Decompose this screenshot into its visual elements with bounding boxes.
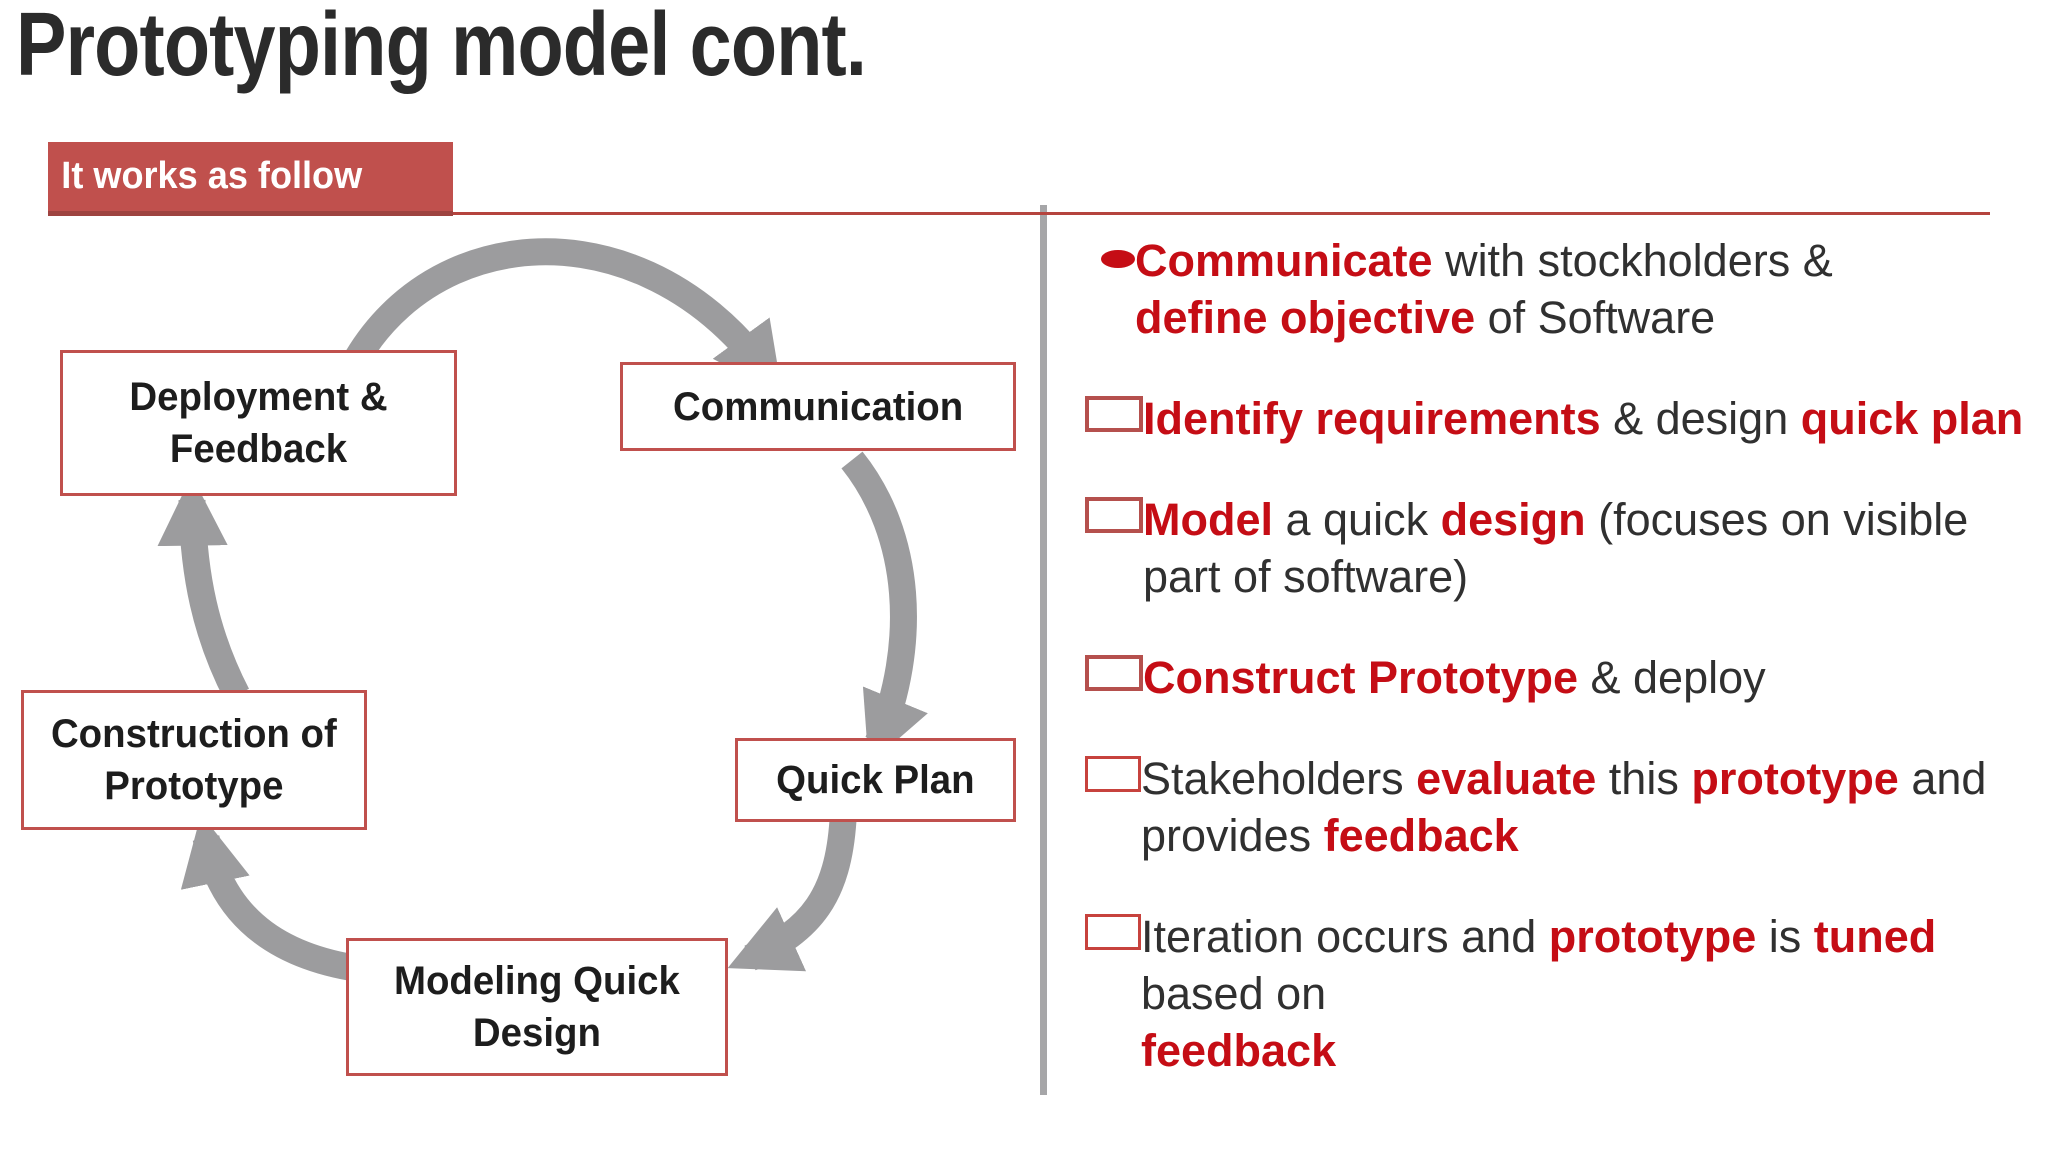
text-run: prototype xyxy=(1548,911,1757,962)
bullet-item: Stakeholders evaluate this prototype and… xyxy=(1085,750,2027,864)
arrow-modeling-to-construction xyxy=(180,813,370,984)
text-run: (focuses on visible xyxy=(1585,494,1969,545)
text-run: provides xyxy=(1141,810,1324,861)
bullet-text: Communicate with stockholders & define ob… xyxy=(1135,232,1833,346)
text-run: Construct Prototype xyxy=(1143,652,1579,703)
diagram-node-modeling-quick-design: Modeling Quick Design xyxy=(346,938,728,1076)
bullet-list: Communicate with stockholders & define ob… xyxy=(1085,232,2027,1123)
text-run: Iteration occurs and xyxy=(1141,911,1549,962)
text-run: prototype xyxy=(1691,753,1899,804)
checkbox-glyph-icon xyxy=(1085,914,1141,950)
text-run: quick plan xyxy=(1800,393,2024,444)
text-run: Identify requirements xyxy=(1143,393,1601,444)
arrow-quickplan-to-modeling xyxy=(727,819,857,972)
text-run: a quick xyxy=(1273,494,1441,545)
bullet-text: Construct Prototype & deploy xyxy=(1143,649,1766,706)
bullet-dot-icon xyxy=(1101,250,1135,268)
diagram-node-quick-plan: Quick Plan xyxy=(735,738,1016,822)
text-run: based on xyxy=(1141,968,1327,1019)
diagram-node-label: Deployment & Feedback xyxy=(129,375,388,471)
bullet-text: Stakeholders evaluate this prototype and… xyxy=(1141,750,1986,864)
text-run: feedback xyxy=(1141,1025,1337,1076)
diagram-node-label: Quick Plan xyxy=(776,758,975,802)
bullet-item: Construct Prototype & deploy xyxy=(1085,649,2027,706)
checkbox-glyph-icon xyxy=(1085,497,1143,533)
checkbox-glyph-icon xyxy=(1085,756,1141,792)
header-rule xyxy=(48,212,1990,215)
text-run: & design xyxy=(1600,393,1801,444)
bullet-text: Model a quick design (focuses on visible… xyxy=(1143,491,1968,605)
text-run: design xyxy=(1440,494,1586,545)
bullet-item: Communicate with stockholders & define ob… xyxy=(1085,232,2027,346)
page-title: Prototyping model cont. xyxy=(16,0,867,95)
section-banner-label: It works as follow xyxy=(61,155,363,197)
diagram-node-construction-of-prototype: Construction of Prototype xyxy=(21,690,367,830)
text-run: feedback xyxy=(1323,810,1519,861)
arrow-communication-to-quickplan xyxy=(841,451,928,765)
diagram-node-label: Modeling Quick Design xyxy=(394,959,680,1055)
text-run: part of software) xyxy=(1143,551,1469,602)
text-run: Model xyxy=(1143,494,1273,545)
arrow-deployment-to-communication xyxy=(316,238,783,429)
checkbox-glyph-icon xyxy=(1085,396,1143,432)
text-run: Communicate xyxy=(1135,235,1433,286)
text-run: this xyxy=(1596,753,1692,804)
bullet-item: Model a quick design (focuses on visible… xyxy=(1085,491,2027,605)
arrow-construction-to-deployment xyxy=(157,475,249,702)
text-run: is xyxy=(1756,911,1814,962)
bullet-item: Identify requirements & design quick pla… xyxy=(1085,390,2027,447)
diagram-node-communication: Communication xyxy=(620,362,1016,451)
cycle-arrows xyxy=(157,238,928,984)
bullet-text: Iteration occurs and prototype is tuned … xyxy=(1141,908,2027,1079)
bullet-item: Iteration occurs and prototype is tuned … xyxy=(1085,908,2027,1079)
text-run: tuned xyxy=(1813,911,1937,962)
diagram-node-label: Communication xyxy=(672,384,964,429)
text-run: Stakeholders xyxy=(1141,753,1417,804)
text-run: evaluate xyxy=(1416,753,1597,804)
text-run: with stockholders & xyxy=(1432,235,1833,286)
text-run: of Software xyxy=(1475,292,1716,343)
text-run: & deploy xyxy=(1578,652,1766,703)
bullet-text: Identify requirements & design quick pla… xyxy=(1143,390,2023,447)
text-run: define objective xyxy=(1135,292,1476,343)
vertical-divider xyxy=(1040,205,1047,1095)
checkbox-glyph-icon xyxy=(1085,655,1143,691)
section-banner: It works as follow xyxy=(48,142,453,216)
diagram-node-label: Construction of Prototype xyxy=(51,712,337,808)
text-run: and xyxy=(1898,753,1987,804)
diagram-node-deployment-feedback: Deployment & Feedback xyxy=(60,350,457,496)
